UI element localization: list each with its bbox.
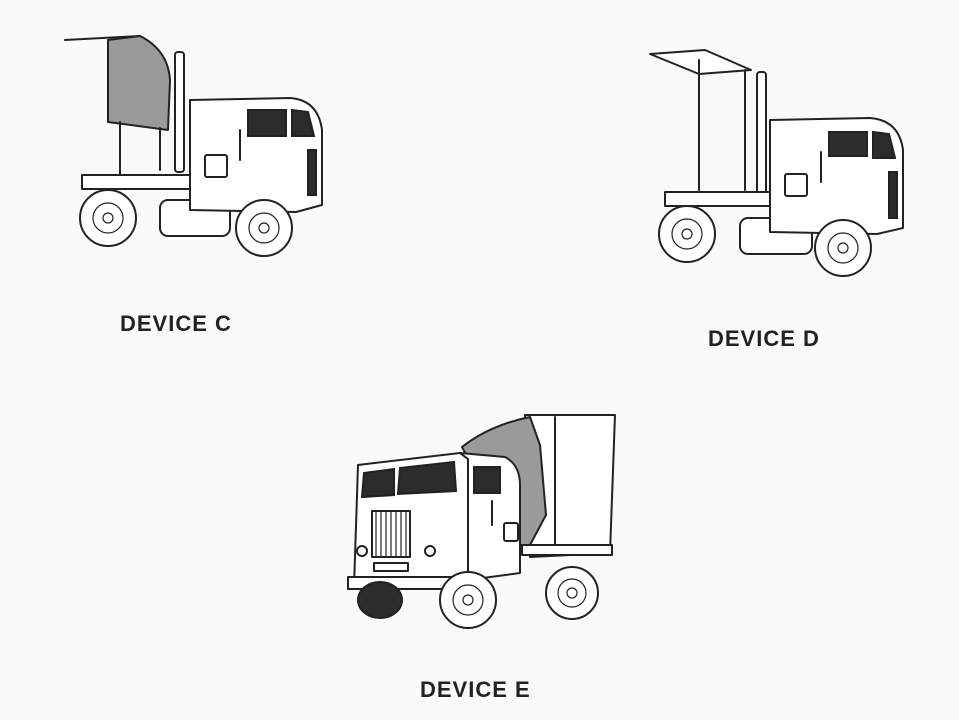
fifth-wheel-frame — [664, 191, 786, 207]
device-e-truck-illustration — [340, 405, 620, 635]
side-window — [473, 466, 501, 494]
device-c-label: DEVICE C — [120, 311, 232, 336]
rear-wheel — [658, 205, 716, 263]
grille — [307, 149, 317, 196]
headlight-left — [356, 545, 368, 557]
windshield — [291, 108, 316, 137]
grille — [888, 171, 898, 219]
license-plate — [373, 562, 409, 572]
device-c-truck-illustration — [60, 30, 330, 270]
step-panel — [784, 173, 808, 197]
front-left-wheel — [357, 581, 403, 619]
exhaust-stack — [174, 51, 185, 173]
cab — [769, 117, 904, 235]
roof-panel — [649, 49, 752, 75]
device-d-truck-illustration — [645, 40, 915, 290]
side-window — [828, 131, 868, 157]
cab — [189, 97, 323, 213]
front-right-wheel — [439, 571, 497, 629]
headlight-right — [424, 545, 436, 557]
front-wheel — [814, 219, 872, 277]
side-window — [247, 109, 287, 137]
device-e-label: DEVICE E — [420, 677, 531, 702]
rear-wheel — [79, 189, 137, 247]
windshield — [872, 130, 897, 159]
trailer-frame — [521, 544, 613, 556]
rear-wheel — [545, 566, 599, 620]
fifth-wheel-frame — [81, 174, 203, 190]
front-wheel — [235, 199, 293, 257]
device-d-label: DEVICE D — [708, 326, 820, 351]
windshield-left — [360, 467, 395, 499]
exhaust-stack — [756, 71, 767, 201]
step-panel — [503, 522, 519, 542]
windshield-right — [396, 460, 458, 496]
air-deflector — [107, 35, 171, 131]
step-panel — [204, 154, 228, 178]
